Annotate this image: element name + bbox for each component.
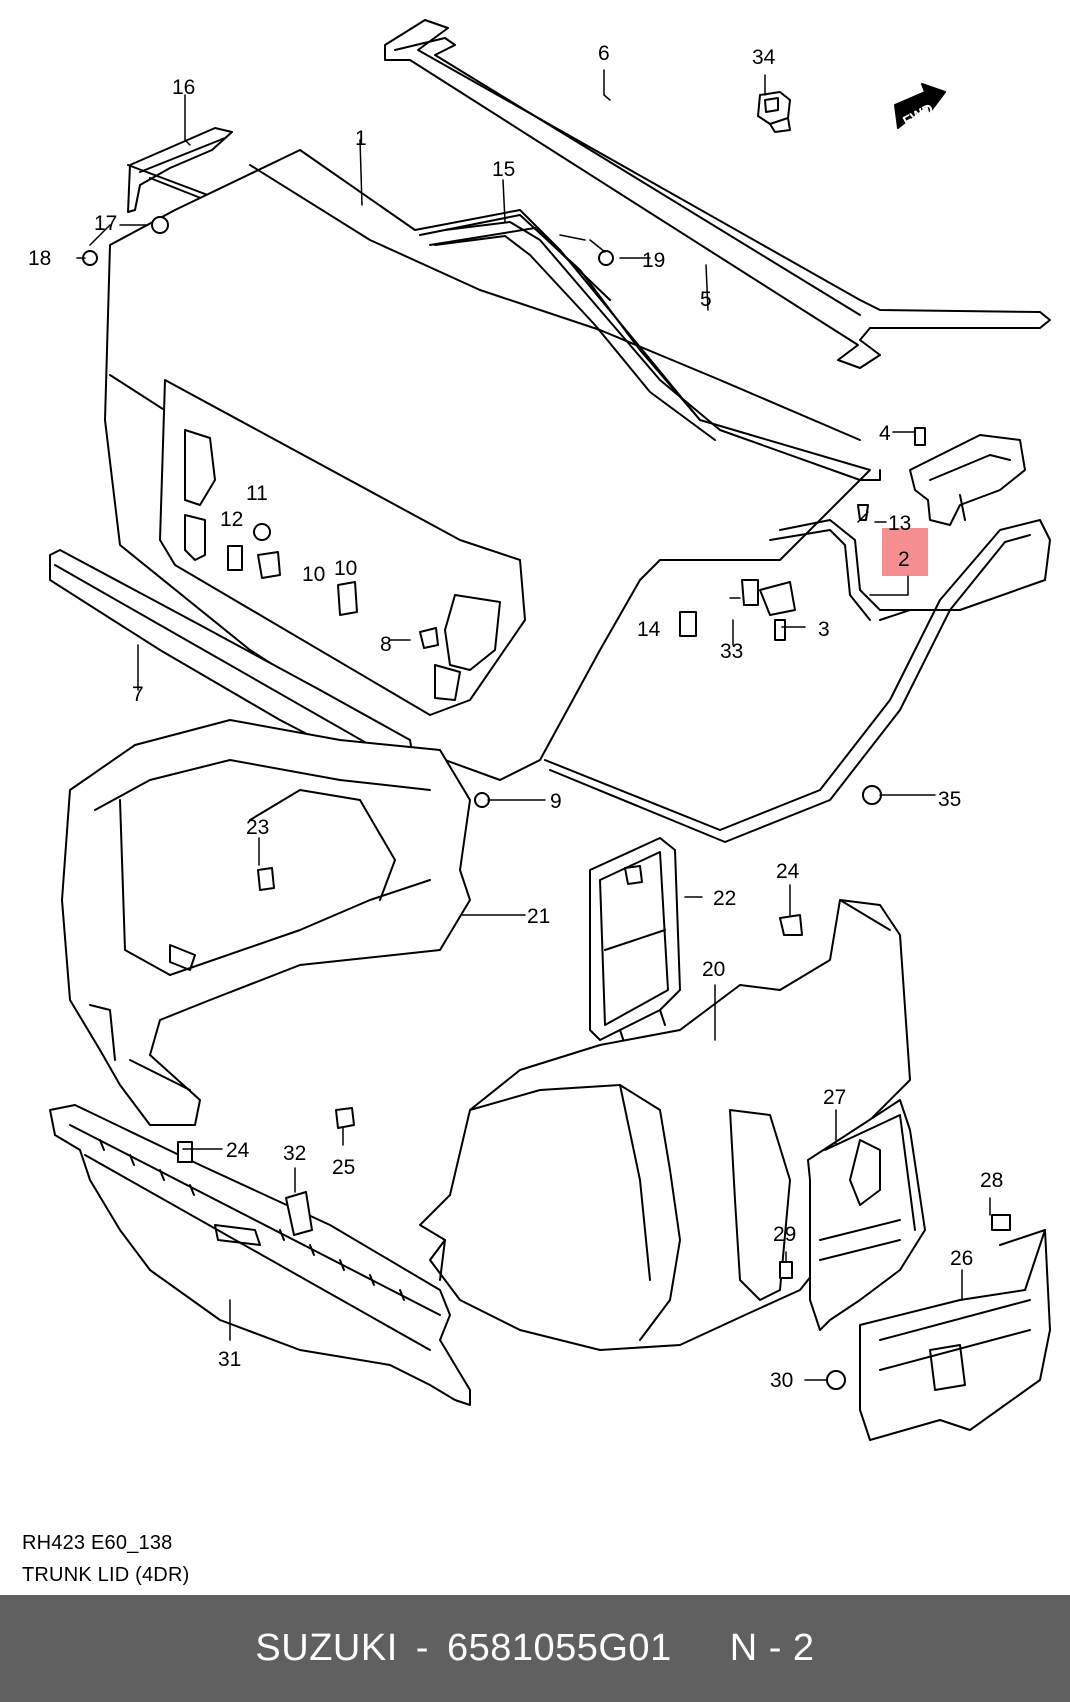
seal-part-2 <box>544 519 1051 843</box>
callout-33: 33 <box>720 640 743 663</box>
callout-4: 4 <box>879 422 891 445</box>
callout-22: 22 <box>713 887 736 910</box>
weatherstrip-part-15 <box>434 221 881 481</box>
callout-15: 15 <box>492 158 515 181</box>
hinge-assembly <box>909 434 1026 526</box>
callout-32: 32 <box>283 1142 306 1165</box>
side-panel-part-27 <box>807 1099 926 1331</box>
callout-1: 1 <box>355 127 367 150</box>
callout-34: 34 <box>752 46 776 69</box>
callout-35: 35 <box>938 788 961 811</box>
callout-19: 19 <box>642 249 665 272</box>
callout-31: 31 <box>218 1348 241 1371</box>
clip-part-34 <box>757 91 791 133</box>
callout-24b: 24 <box>226 1139 250 1162</box>
callout-8: 8 <box>380 633 392 656</box>
callout-14: 14 <box>637 618 661 641</box>
exploded-parts-diagram: FWD 6 34 16 1 15 17 18 19 5 4 13 2 11 12… <box>28 19 1051 1441</box>
leader-lines <box>76 69 991 1381</box>
callout-20: 20 <box>702 958 725 981</box>
callout-10b: 10 <box>334 557 357 580</box>
fasteners <box>82 216 1011 1390</box>
callout-16: 16 <box>172 76 195 99</box>
callout-12: 12 <box>220 508 243 531</box>
callout-26: 26 <box>950 1247 973 1270</box>
highlight-box <box>882 528 928 576</box>
callout-30: 30 <box>770 1369 793 1392</box>
fwd-arrow-icon <box>894 83 946 129</box>
sill-plate-part-31 <box>49 1104 471 1406</box>
callout-21: 21 <box>527 905 550 928</box>
callout-23: 23 <box>246 816 269 839</box>
callout-2: 2 <box>898 548 910 571</box>
footer-banner: SUZUKI - 6581055G01 N - 2 <box>0 1595 1070 1702</box>
callout-9: 9 <box>550 790 562 813</box>
callout-10: 10 <box>302 563 325 586</box>
callout-6: 6 <box>598 42 610 65</box>
brand-name: SUZUKI <box>255 1627 398 1669</box>
callout-3: 3 <box>818 618 830 641</box>
part-number: 6581055G01 <box>446 1627 672 1669</box>
service-lid-part-22 <box>589 837 681 1046</box>
callout-17: 17 <box>94 212 117 235</box>
footer-separator: - <box>415 1627 429 1669</box>
callout-25: 25 <box>332 1156 355 1179</box>
side-lining-part-21 <box>61 719 471 1126</box>
callout-7: 7 <box>132 683 144 706</box>
callout-18: 18 <box>28 247 51 270</box>
callout-28: 28 <box>980 1169 1003 1192</box>
callout-24a: 24 <box>776 860 800 883</box>
callout-11: 11 <box>246 482 268 505</box>
bracket-part-26 <box>859 1229 1051 1441</box>
callout-29: 29 <box>773 1223 796 1246</box>
support-rod <box>384 19 1051 369</box>
callout-13: 13 <box>888 512 911 535</box>
side-lining-part-20 <box>419 899 911 1351</box>
page-reference: N - 2 <box>729 1627 815 1669</box>
diagram-code: RH423 E60_138 <box>22 1532 173 1554</box>
diagram-title: TRUNK LID (4DR) <box>22 1564 190 1586</box>
callout-27: 27 <box>823 1086 846 1109</box>
callout-5: 5 <box>700 288 712 311</box>
callouts: 6 34 16 1 15 17 18 19 5 4 13 2 11 12 10 … <box>28 42 1003 1392</box>
